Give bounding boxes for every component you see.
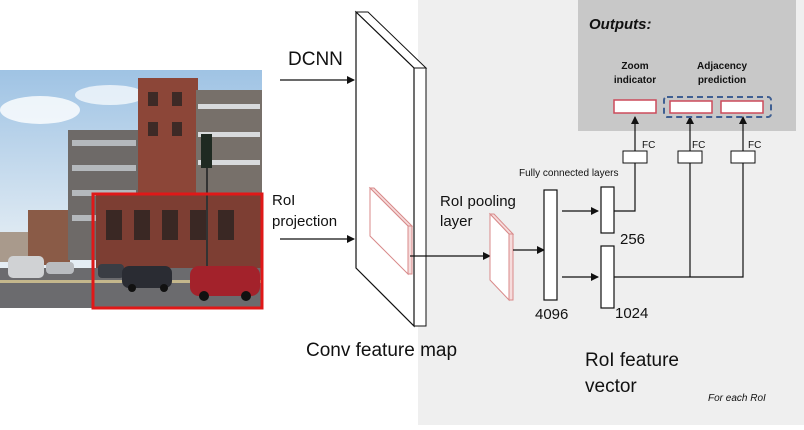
roi-pooling-layer [488,212,515,302]
conv-feature-map-label: Conv feature map [306,340,458,361]
roi-feature-vector-label-line1: RoI feature [585,350,679,371]
roi-feature-vector-label-line2: vector [585,376,637,397]
fc-256-to-zoom-head-line [614,163,636,212]
zoom-indicator-label-line1: Zoom [621,61,649,72]
adjacency-fc-head-2-label: FC [748,140,762,151]
roi-pooling-label-line2: layer [440,213,473,230]
fc-4096-layer [543,189,558,301]
projected-roi [368,186,414,276]
fc-layers-label: Fully connected layers [519,168,619,179]
roi-box [91,192,264,310]
zoom-fc-head-label: FC [642,140,656,151]
fc-256-label: 256 [620,231,646,248]
fc-1024-label: 1024 [615,305,649,322]
roi-projection-label-line2: projection [272,213,338,230]
outputs-title: Outputs: [589,16,652,33]
conv-feature-map [354,10,428,328]
adjacency-fc-head-1-label: FC [692,140,706,151]
dcnn-label: DCNN [288,49,343,70]
fc-256-layer [600,186,615,234]
zoom-indicator-label-line2: indicator [613,75,657,86]
adjacency-output-box-2 [720,100,764,114]
zoom-fc-head [622,150,648,164]
roi-projection-label-line1: RoI [272,192,296,209]
adjacency-fc-head-1 [677,150,703,164]
adjacency-dashed-group [663,96,772,118]
zoom-output-box [613,99,657,114]
fc-4096-label: 4096 [535,306,569,323]
for-each-roi-note: For each RoI [708,393,766,404]
adjacency-fc-head-2 [730,150,756,164]
street-photo [0,70,262,308]
adjacency-prediction-label-line1: Adjacency [696,61,748,72]
fc-1024-layer [600,245,615,309]
fc-1024-branch-line [614,163,744,278]
adjacency-prediction-label-line2: prediction [697,75,747,86]
roi-pooling-label-line1: RoI pooling [440,193,516,210]
adjacency-output-box-1 [669,100,713,114]
